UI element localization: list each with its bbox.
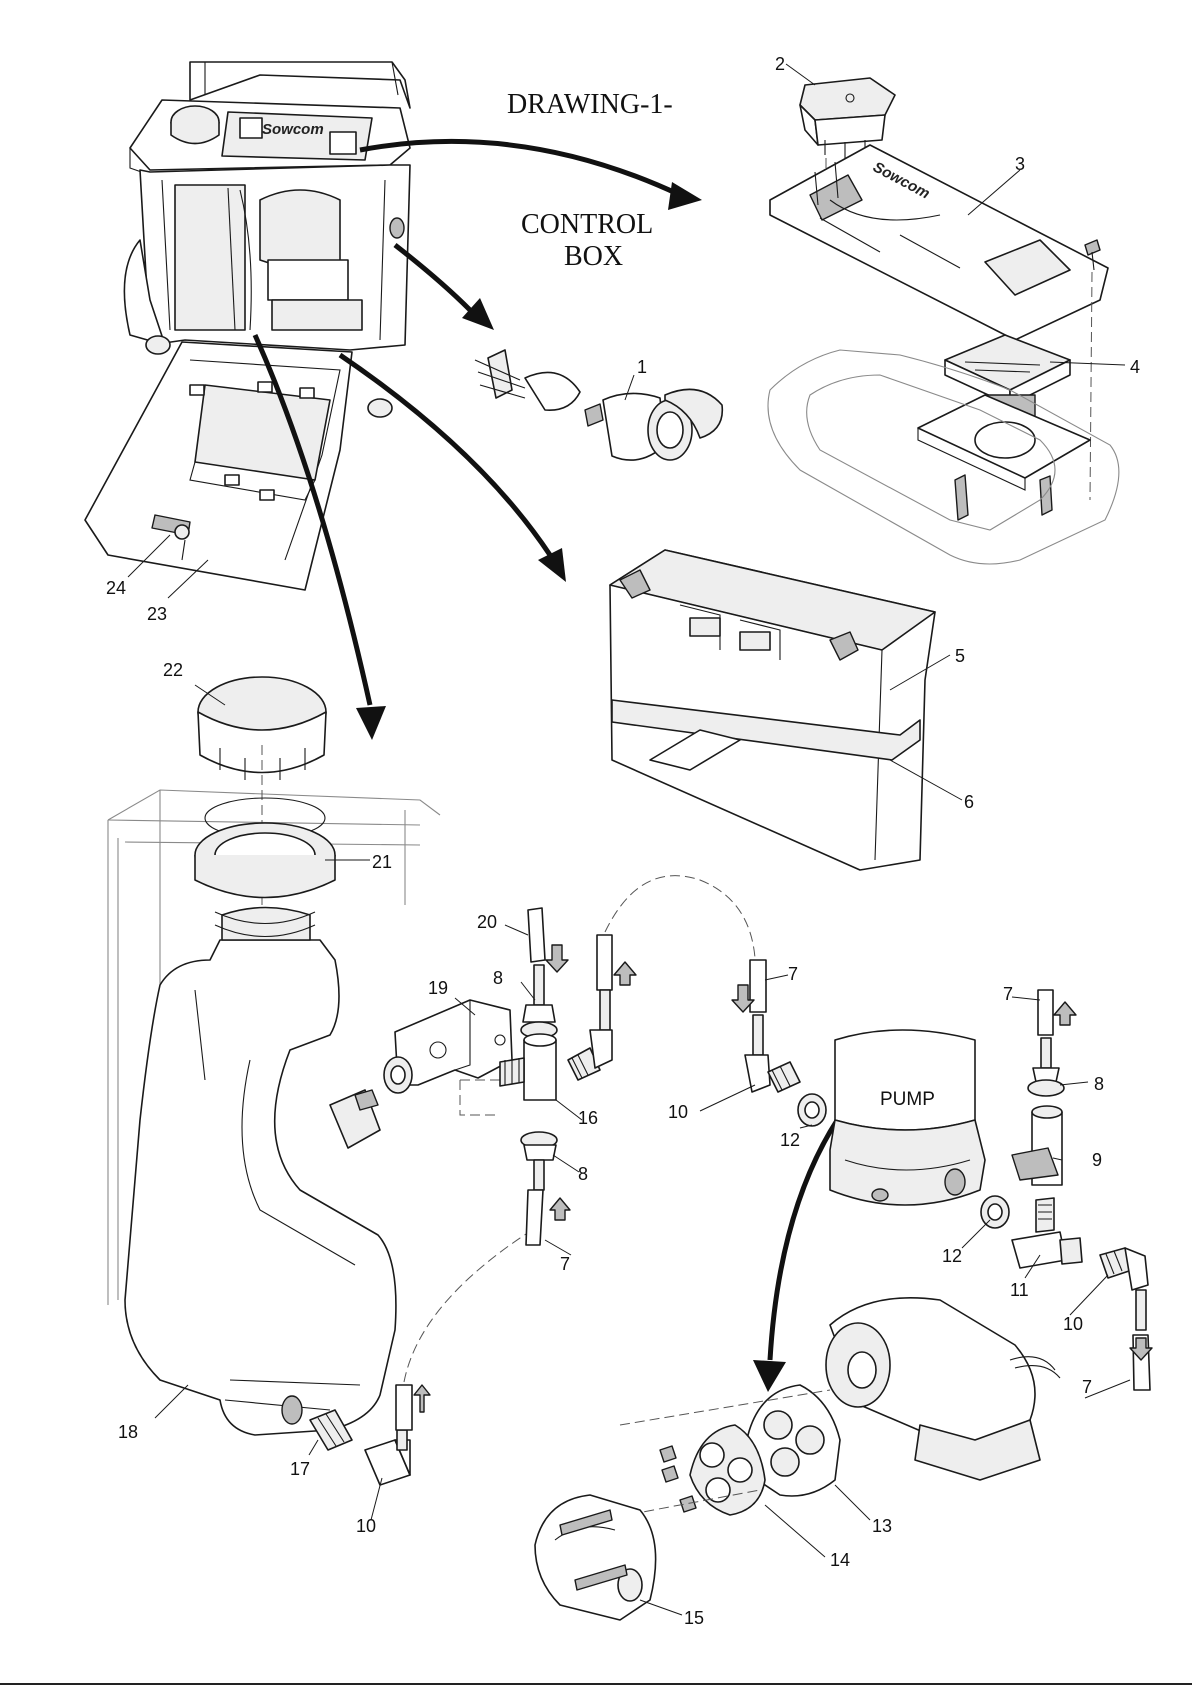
hose-up-left bbox=[597, 935, 636, 1030]
valve-9 bbox=[1012, 1106, 1062, 1185]
drawing-title: DRAWING-1- bbox=[507, 89, 673, 120]
pump-motor bbox=[826, 1298, 1060, 1480]
callout-7c: 7 bbox=[560, 1254, 570, 1274]
callout-7b: 7 bbox=[1003, 984, 1013, 1004]
switch-panel-plate: Sowcom bbox=[770, 145, 1108, 340]
callout-12a: 12 bbox=[780, 1130, 800, 1150]
bushing-12b bbox=[981, 1196, 1009, 1228]
barb-fitting-8b bbox=[521, 1132, 557, 1190]
barb-fitting-8c bbox=[1028, 1068, 1064, 1096]
hose-7-top-middle bbox=[732, 960, 766, 1055]
callout-20: 20 bbox=[477, 912, 497, 932]
arrowhead-socket bbox=[462, 298, 494, 330]
bracket-nut-and-clip bbox=[330, 1057, 412, 1148]
elbow-fitting-10d bbox=[1100, 1248, 1148, 1330]
callout-3: 3 bbox=[1015, 154, 1025, 174]
callout-15: 15 bbox=[684, 1608, 704, 1628]
callout-17: 17 bbox=[290, 1459, 310, 1479]
callout-6: 6 bbox=[964, 792, 974, 812]
control-box-unit: Sowcom bbox=[85, 62, 410, 590]
water-tank bbox=[125, 908, 396, 1436]
hose-segment-bottom bbox=[396, 1385, 430, 1430]
callout-8a: 8 bbox=[493, 968, 503, 988]
callout-13: 13 bbox=[872, 1516, 892, 1536]
callout-4: 4 bbox=[1130, 357, 1140, 377]
callout-11: 11 bbox=[1010, 1280, 1029, 1300]
cigarette-socket-assembly bbox=[475, 350, 722, 460]
callout-7d: 7 bbox=[1082, 1377, 1092, 1397]
callout-9: 9 bbox=[1092, 1150, 1102, 1170]
arrow-to-battery bbox=[340, 355, 550, 555]
callout-14: 14 bbox=[830, 1550, 850, 1570]
gasket-outline bbox=[768, 350, 1119, 564]
callout-22: 22 bbox=[163, 660, 183, 680]
hose-7-top-right bbox=[1038, 990, 1076, 1068]
pump-label: PUMP bbox=[880, 1089, 935, 1110]
callout-19: 19 bbox=[428, 978, 448, 998]
callout-2: 2 bbox=[775, 54, 785, 74]
callout-10a: 10 bbox=[668, 1102, 688, 1122]
arrowhead-tank bbox=[356, 706, 386, 740]
callout-8c: 8 bbox=[578, 1164, 588, 1184]
meter-bracket bbox=[918, 395, 1090, 520]
tank-neck-ring bbox=[195, 798, 335, 898]
svg-text:Sowcom: Sowcom bbox=[262, 121, 324, 138]
elbow-fitting-10c bbox=[365, 1430, 410, 1485]
arrowhead-switch-plate bbox=[668, 182, 702, 210]
callout-10b: 10 bbox=[1063, 1314, 1083, 1334]
callout-7a: 7 bbox=[788, 964, 798, 984]
bushing-12a bbox=[798, 1094, 826, 1126]
arrowhead-battery bbox=[538, 548, 566, 582]
elbow-fitting-10a bbox=[568, 1030, 612, 1080]
elbow-fitting-10b bbox=[745, 1055, 800, 1092]
rocker-switch bbox=[800, 78, 895, 158]
barb-fitting-8a bbox=[521, 965, 557, 1038]
control-box-label-line2: BOX bbox=[564, 241, 623, 272]
hose-20 bbox=[528, 908, 568, 972]
callout-24: 24 bbox=[106, 578, 126, 598]
callout-16: 16 bbox=[578, 1108, 598, 1128]
hose-7-bottom-right bbox=[1130, 1335, 1152, 1390]
callout-23: 23 bbox=[147, 604, 167, 624]
arrowhead-pump-parts bbox=[753, 1360, 786, 1392]
pump-housing-15 bbox=[535, 1495, 656, 1620]
tee-fitting-11 bbox=[1012, 1198, 1082, 1268]
callout-5: 5 bbox=[955, 646, 965, 666]
callout-1: 1 bbox=[637, 357, 647, 377]
callout-10c: 10 bbox=[356, 1516, 376, 1536]
callout-18: 18 bbox=[118, 1422, 138, 1442]
callout-8b: 8 bbox=[1094, 1074, 1104, 1094]
pump: PUMP bbox=[830, 1030, 985, 1205]
callout-12b: 12 bbox=[942, 1246, 962, 1266]
hose-7-lower-left bbox=[526, 1190, 570, 1245]
callout-21: 21 bbox=[372, 852, 392, 872]
control-box-label-line1: CONTROL bbox=[521, 209, 653, 240]
